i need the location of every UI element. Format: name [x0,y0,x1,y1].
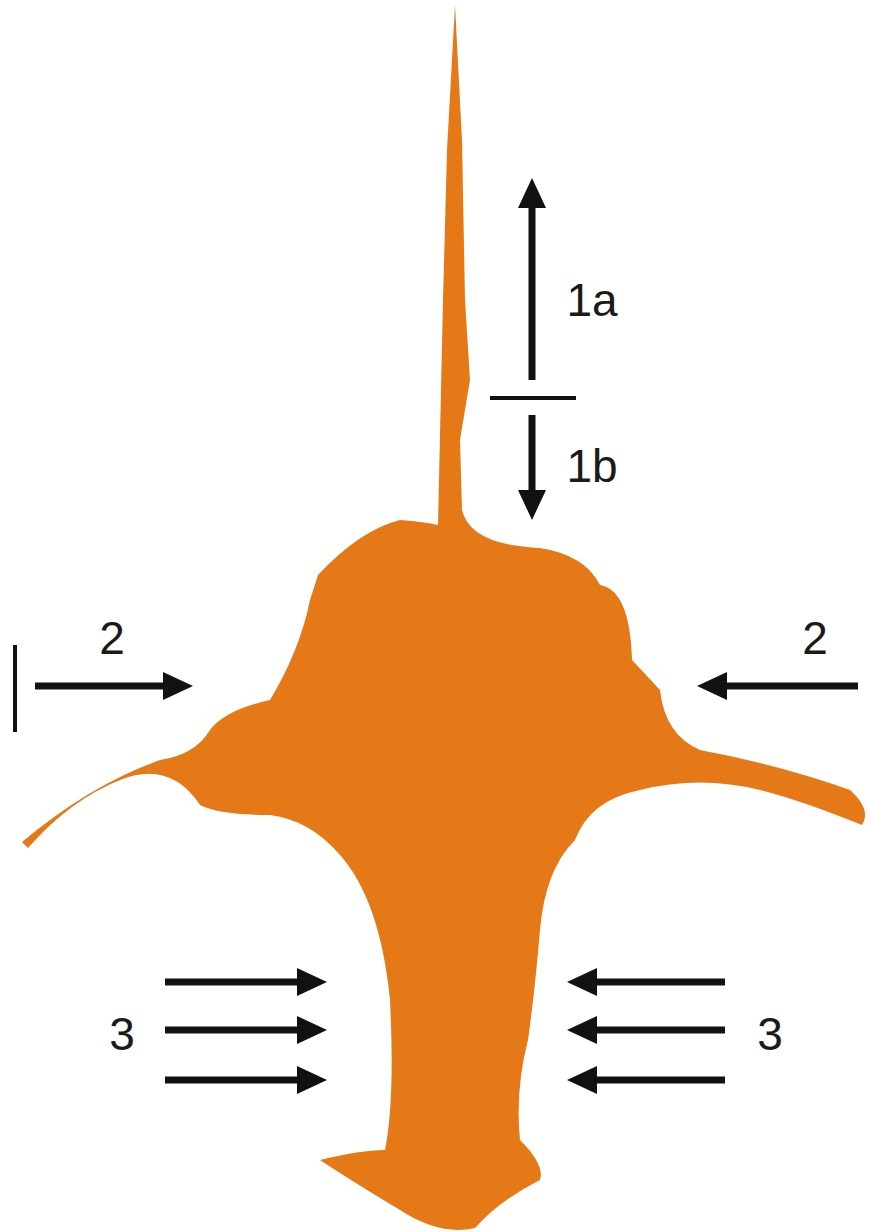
callout-number: 2 [99,615,125,661]
callout-number: 2 [802,615,828,661]
cell-shape [22,5,865,1230]
callout-number: 1a [566,277,617,323]
arrow-lines [15,205,858,1080]
callout-number: 3 [757,1011,783,1057]
callout-number: 1b [566,443,617,489]
arrow-heads [163,178,727,1094]
callout-number: 3 [109,1011,135,1057]
